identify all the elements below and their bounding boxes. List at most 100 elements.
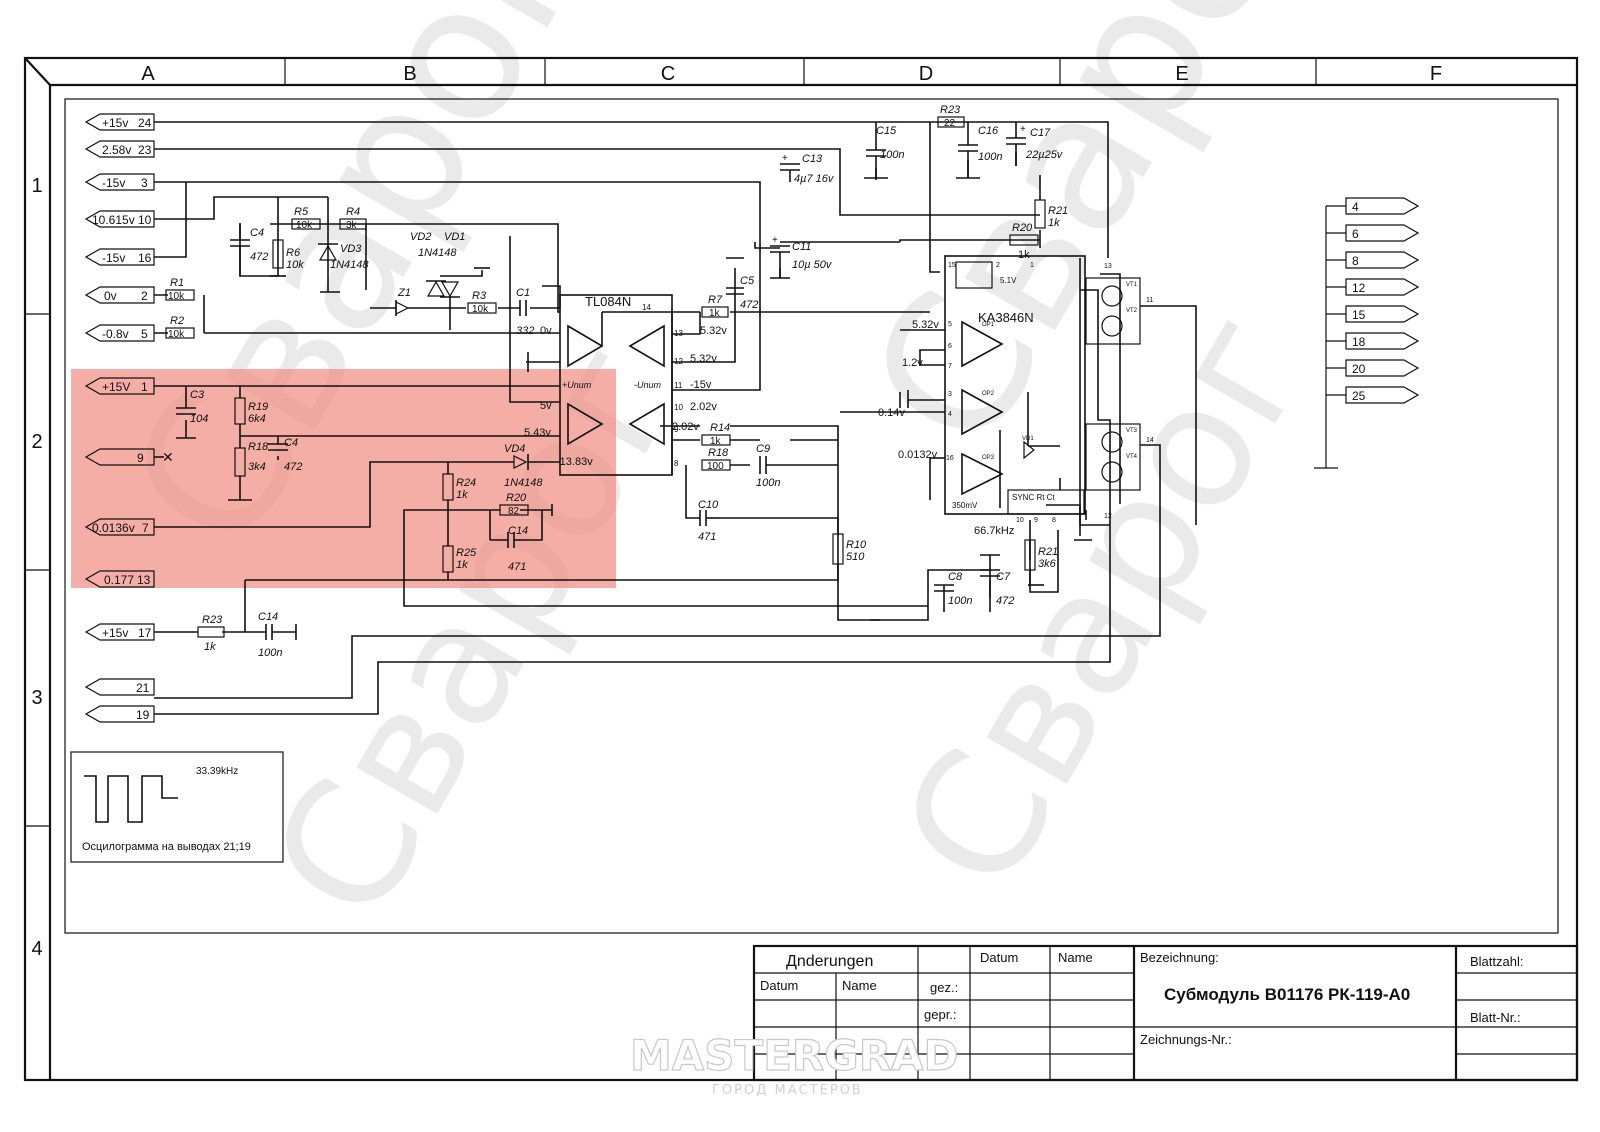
svg-text:-15v: -15v [102,176,125,190]
svg-text:C8: C8 [948,571,963,583]
title-block: Дnderungen Datum Name Datum Name gez.: g… [752,944,1579,1082]
svg-text:100n: 100n [978,151,1002,163]
svg-text:10k: 10k [286,259,304,271]
drawing-title: Субмодуль B01176 РК-119-А0 [1164,985,1410,1004]
svg-text:3k6: 3k6 [1038,558,1057,570]
column-label: D [919,63,933,85]
svg-text:R10: R10 [846,539,867,551]
svg-text:15: 15 [948,262,956,269]
right-connector-15: 15 [1326,305,1420,323]
svg-text:3k4: 3k4 [248,461,266,473]
name-col-label: Name [842,978,877,993]
svg-text:4: 4 [1352,200,1359,214]
svg-text:0.0132v: 0.0132v [898,449,938,461]
svg-text:12: 12 [1104,513,1112,520]
svg-text:+: + [782,153,788,164]
svg-text:+15v: +15v [102,626,128,640]
svg-text:OP3: OP3 [982,455,995,461]
svg-text:R14: R14 [710,422,730,434]
right-connector-4: 4 [1326,197,1420,215]
svg-text:R18: R18 [708,447,729,459]
connector-pin-21: 21 [84,678,155,696]
svg-text:19: 19 [136,708,150,722]
svg-text:11: 11 [1146,297,1153,304]
svg-text:472: 472 [250,251,268,263]
svg-text:R2: R2 [170,315,184,327]
svg-text:C13: C13 [802,153,823,165]
svg-text:1k: 1k [456,559,468,571]
svg-text:8: 8 [674,459,679,468]
svg-text:5: 5 [948,321,952,328]
svg-text:C14: C14 [508,525,528,537]
svg-text:R20: R20 [506,492,527,504]
svg-text:C9: C9 [756,443,770,455]
svg-text:10.615v: 10.615v [92,213,135,227]
svg-text:82: 82 [508,506,520,517]
svg-text:8: 8 [1352,254,1359,268]
row-label: 3 [31,687,42,709]
svg-text:1: 1 [141,380,148,394]
svg-text:VT4: VT4 [1126,454,1138,460]
svg-text:C11: C11 [792,241,811,253]
svg-text:4: 4 [948,411,952,418]
svg-text:C5: C5 [740,275,755,287]
gez-label: gez.: [930,980,958,995]
svg-text:VD1: VD1 [1022,436,1034,442]
svg-text:R6: R6 [286,247,301,259]
bezeichnung-label: Bezeichnung: [1140,950,1219,965]
svg-text:C17: C17 [1030,127,1051,139]
brand-text: MASTERGRAD [630,1031,958,1080]
svg-text:10: 10 [138,213,152,227]
svg-text:10: 10 [674,403,683,412]
capacitor-c16: C16 100n [958,125,1002,178]
svg-text:6: 6 [948,343,952,350]
svg-text:-0.8v: -0.8v [102,327,129,341]
svg-text:9: 9 [137,451,144,465]
svg-text:5: 5 [141,327,148,341]
svg-text:+15V: +15V [102,380,130,394]
oscillogram-box: 33.39kHz Осцилограмма на выводах 21;19 [70,751,284,863]
svg-text:472: 472 [996,595,1014,607]
svg-text:1k: 1k [204,641,216,653]
svg-text:0.177: 0.177 [104,573,134,587]
right-connector-12: 12 [1326,278,1420,296]
svg-text:2.58v: 2.58v [102,143,131,157]
svg-text:C16: C16 [978,125,999,137]
column-label: A [141,63,155,85]
svg-text:6k4: 6k4 [248,413,266,425]
svg-text:R4: R4 [346,206,360,218]
svg-text:12: 12 [1352,281,1366,295]
svg-text:7: 7 [948,363,952,370]
ic-tl084-label: TL084N [585,294,631,309]
svg-text:VD4: VD4 [504,443,525,455]
svg-text:472: 472 [284,461,302,473]
svg-text:25: 25 [1352,389,1366,403]
column-labels: A B C D E F [141,63,1442,85]
svg-text:100: 100 [707,461,724,472]
row-label: 4 [31,938,42,960]
svg-text:1k: 1k [1048,217,1060,229]
svg-text:350mV: 350mV [952,501,978,510]
column-label: F [1430,63,1442,85]
svg-text:20: 20 [1352,362,1366,376]
right-connector-25: 25 [1326,386,1420,404]
voltage-labels: 0v 5v 5.43v -13.83v 5.32v 5.32v -15v 2.0… [524,319,939,468]
svg-text:1N4148: 1N4148 [418,247,457,259]
